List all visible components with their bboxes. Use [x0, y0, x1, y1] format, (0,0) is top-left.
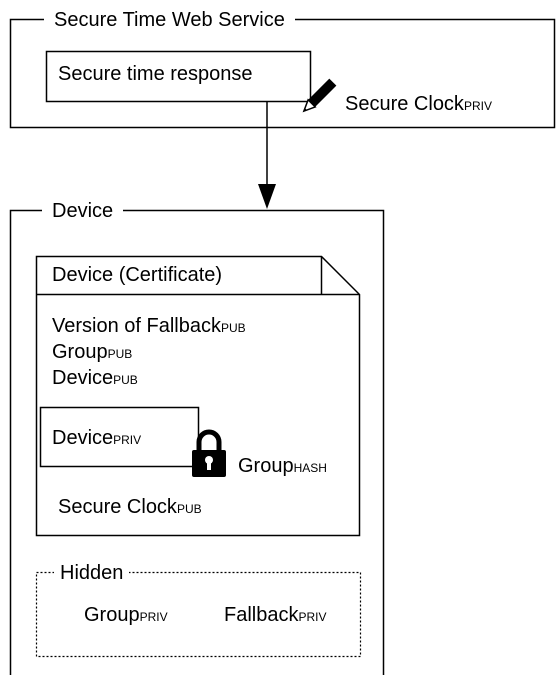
- encrypted-box-frame: [39, 406, 200, 468]
- cert-group-sub: PUB: [107, 347, 133, 361]
- cert-fallback-sub: PUB: [220, 321, 246, 335]
- cert-fallback-text: Version of Fallback: [52, 315, 221, 337]
- response-box-label: Secure time response: [58, 62, 253, 86]
- certificate-header-text: Device (Certificate): [52, 264, 223, 286]
- cert-group-pub: GroupPUB: [52, 340, 132, 366]
- cert-group-text: Group: [52, 341, 108, 363]
- hidden-fallback-sub: PRIV: [298, 610, 327, 624]
- encrypted-device-text: Device: [52, 427, 114, 449]
- response-box-frame: [45, 50, 312, 103]
- cert-device-sub: PUB: [113, 373, 138, 387]
- hidden-fallback-priv: FallbackPRIV: [224, 603, 327, 629]
- service-group-title: Secure Time Web Service: [44, 8, 295, 32]
- hidden-group-sub: PRIV: [139, 610, 168, 624]
- signing-key-text: Secure Clock: [345, 93, 464, 115]
- certificate-frame: [35, 255, 361, 537]
- lock-group-hash: GroupHASH: [238, 454, 327, 480]
- certificate-header: Device (Certificate): [52, 263, 222, 287]
- response-box-text: Secure time response: [58, 63, 253, 85]
- service-group-title-text: Secure Time Web Service: [54, 9, 285, 31]
- lock-icon: [192, 429, 226, 477]
- hidden-group-text: Group: [84, 604, 140, 626]
- pen-icon: [302, 78, 337, 113]
- lock-group-sub: HASH: [293, 461, 327, 475]
- flow-arrow-head: [258, 184, 276, 209]
- hidden-group-title-text: Hidden: [60, 562, 124, 584]
- signing-key-label: Secure ClockPRIV: [345, 92, 492, 118]
- cert-secure-clock-pub: Secure ClockPUB: [58, 495, 202, 521]
- hidden-group-priv: GroupPRIV: [84, 603, 168, 629]
- cert-clock-sub: PUB: [176, 502, 202, 516]
- cert-device-text: Device: [52, 367, 114, 389]
- encrypted-device-sub: PRIV: [113, 433, 142, 447]
- hidden-group-frame: [35, 571, 362, 658]
- lock-group-text: Group: [238, 455, 294, 477]
- hidden-fallback-text: Fallback: [224, 604, 299, 626]
- cert-device-pub: DevicePUB: [52, 366, 138, 392]
- cert-fallback-version: Version of FallbackPUB: [52, 314, 246, 340]
- device-group-frame: [9, 209, 385, 675]
- hidden-group-title: Hidden: [54, 561, 130, 585]
- signing-key-sub: PRIV: [463, 99, 492, 113]
- device-group-title-text: Device: [52, 200, 114, 222]
- device-group-title: Device: [42, 199, 124, 223]
- encrypted-device-priv: DevicePRIV: [52, 426, 141, 452]
- cert-clock-text: Secure Clock: [58, 496, 177, 518]
